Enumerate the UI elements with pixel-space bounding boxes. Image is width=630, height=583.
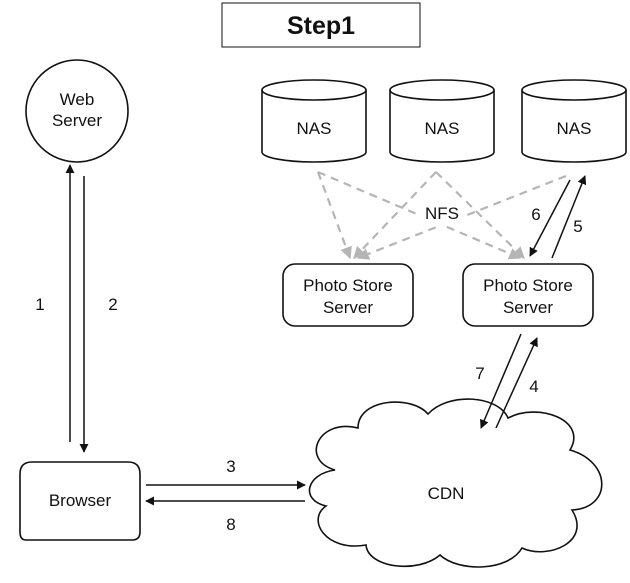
nas-2-label: NAS [425, 119, 460, 138]
nfs-link-nas2-right [435, 171, 525, 259]
web-server-label-line2: Server [52, 111, 102, 130]
arrow-step-6 [529, 179, 571, 257]
step-8-label: 8 [226, 515, 235, 534]
nfs-links [316, 170, 567, 260]
nfs-link-nas1-left [316, 171, 352, 260]
cdn-label: CDN [428, 484, 465, 503]
nas-1-label: NAS [297, 119, 332, 138]
browser-label: Browser [49, 491, 112, 510]
photo-store-right-line2: Server [503, 298, 553, 317]
nfs-label: NFS [425, 204, 459, 223]
web-server-label-line1: Web [60, 90, 95, 109]
photo-store-left-line2: Server [323, 298, 373, 317]
step-4-label: 4 [529, 377, 538, 396]
nas-node-2: NAS [389, 79, 495, 163]
nas-node-1: NAS [261, 79, 367, 163]
nas-node-3: NAS [521, 79, 627, 163]
title-box: Step1 [221, 2, 421, 48]
flow-arrows [65, 164, 587, 506]
step-5-label: 5 [573, 217, 582, 236]
arrow-step-7 [480, 333, 522, 429]
nfs-label-backdrop [418, 200, 466, 226]
browser-node: Browser [19, 461, 141, 541]
step-2-label: 2 [108, 295, 117, 314]
web-server-node: Web Server [25, 59, 129, 163]
step-6-label: 6 [531, 205, 540, 224]
photo-store-server-right: Photo Store Server [462, 263, 594, 327]
nfs-link-nas3-left [356, 174, 567, 260]
step-3-label: 3 [226, 457, 235, 476]
step-1-label: 1 [35, 295, 44, 314]
nas-3-label: NAS [557, 119, 592, 138]
nfs-link-nas2-left [353, 171, 437, 259]
step-7-label: 7 [475, 364, 484, 383]
photo-store-server-left: Photo Store Server [282, 263, 414, 327]
nfs-link-nas1-right [317, 170, 522, 260]
title-text: Step1 [287, 12, 355, 40]
arrow-step-5 [551, 175, 587, 259]
photo-store-left-line1: Photo Store [303, 276, 393, 295]
cdn-cloud-node: CDN [308, 398, 603, 568]
photo-store-right-line1: Photo Store [483, 276, 573, 295]
arrow-step-4 [495, 337, 538, 429]
